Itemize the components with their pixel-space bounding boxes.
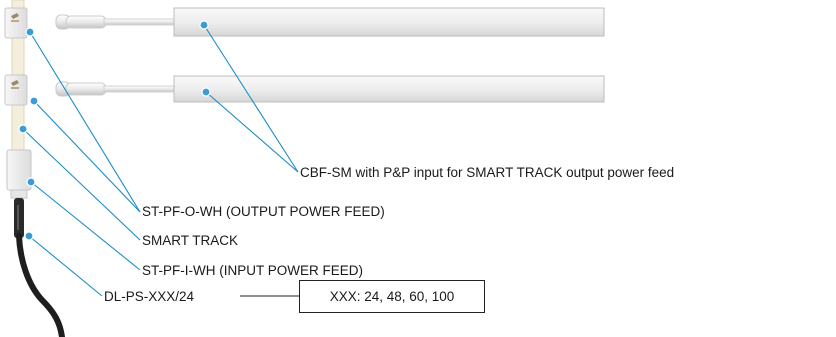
- dot-pf-o-bottom: [29, 96, 39, 106]
- callout-st-pf-o-wh: ST-PF-O-WH (OUTPUT POWER FEED): [142, 204, 385, 219]
- callout-st-pf-i-wh: ST-PF-I-WH (INPUT POWER FEED): [142, 263, 363, 278]
- dot-pf-o-top: [25, 27, 35, 37]
- output-power-feed-bottom: [4, 74, 28, 106]
- leader-dots: [18, 20, 211, 241]
- dot-cbf-top: [199, 20, 209, 30]
- cbf-sm-bar-top: [173, 7, 605, 37]
- output-power-feed-top: [4, 7, 28, 39]
- cbf-sm-bar-bottom: [173, 75, 605, 103]
- dot-smart-track: [18, 124, 28, 134]
- dot-dl-ps: [24, 231, 34, 241]
- input-power-feed: [6, 149, 32, 199]
- cbf-sm-cable-top: [55, 14, 175, 30]
- dot-pf-i: [26, 177, 36, 187]
- options-box: XXX: 24, 48, 60, 100: [299, 280, 485, 313]
- callout-dl-ps: DL-PS-XXX/24: [104, 289, 195, 304]
- leader-lines: [22, 24, 299, 297]
- callout-cbf-sm: CBF-SM with P&P input for SMART TRACK ou…: [300, 165, 675, 180]
- cbf-sm-cable-bottom: [55, 81, 175, 97]
- callout-smart-track: SMART TRACK: [142, 233, 239, 248]
- dot-cbf-bottom: [201, 87, 211, 97]
- power-supply-cable: [14, 198, 65, 337]
